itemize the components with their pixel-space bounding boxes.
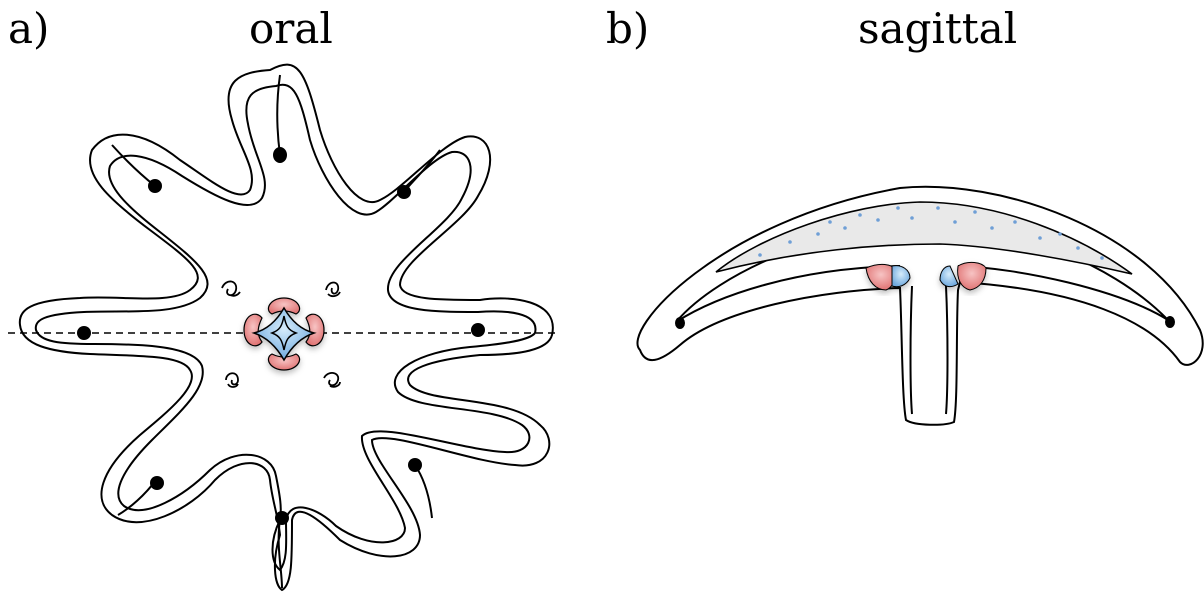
blue-dot bbox=[858, 213, 862, 217]
panel-a-title: oral bbox=[249, 4, 333, 53]
blue-dot bbox=[788, 240, 792, 244]
rhopalium-marker bbox=[275, 511, 289, 525]
blue-dot bbox=[1058, 232, 1062, 236]
outer-umbrella-outline bbox=[636, 185, 1204, 426]
gonad-red bbox=[305, 313, 325, 347]
sagittal-view-diagram bbox=[636, 185, 1204, 426]
outer-body-outline bbox=[18, 63, 554, 592]
blue-dot bbox=[758, 253, 762, 257]
arm-crease-topright bbox=[403, 149, 441, 193]
blue-dot bbox=[910, 216, 914, 220]
blue-dot bbox=[936, 206, 940, 210]
gonad-red bbox=[957, 261, 987, 291]
spiral-glyph bbox=[323, 372, 341, 388]
blue-dot bbox=[990, 226, 994, 230]
blue-dot bbox=[876, 218, 880, 222]
manubrium-blue bbox=[939, 265, 959, 288]
rhopalium-marker bbox=[1165, 316, 1175, 328]
blue-dot bbox=[816, 232, 820, 236]
rhopalium-marker bbox=[397, 185, 411, 199]
rhopalium-marker bbox=[148, 179, 162, 193]
arm-crease-bottom bbox=[277, 519, 283, 589]
manubrium-stalk-left bbox=[909, 285, 913, 415]
arm-crease-bottomright bbox=[414, 464, 433, 519]
manubrium-stalk-right bbox=[945, 285, 949, 415]
blue-dot bbox=[843, 226, 847, 230]
mouth-cross bbox=[269, 315, 299, 351]
blue-dot bbox=[1100, 256, 1104, 260]
gonad-red bbox=[243, 313, 263, 347]
bell-gray-layer bbox=[715, 201, 1133, 275]
rhopalium-marker bbox=[675, 317, 685, 329]
spiral-glyph bbox=[221, 280, 241, 297]
spiral-glyph bbox=[325, 281, 341, 298]
blue-dot bbox=[1038, 236, 1042, 240]
blue-dot bbox=[828, 220, 832, 224]
spiral-glyph bbox=[225, 372, 239, 388]
rhopalium-marker bbox=[77, 326, 91, 340]
inner-body-outline bbox=[34, 83, 537, 572]
blue-dot bbox=[1013, 220, 1017, 224]
arm-crease-topleft bbox=[111, 144, 156, 187]
manubrium-oral-view bbox=[243, 297, 325, 371]
arm-crease-top bbox=[276, 74, 281, 156]
blue-dot bbox=[1076, 246, 1080, 250]
panel-b-letter: b) bbox=[606, 4, 650, 53]
blue-dot bbox=[973, 210, 977, 214]
panel-a-letter: a) bbox=[8, 4, 50, 53]
blue-dot bbox=[953, 220, 957, 224]
panel-b-title: sagittal bbox=[858, 4, 1018, 53]
oral-view-diagram bbox=[8, 63, 560, 592]
manubrium-blue bbox=[891, 265, 911, 288]
blue-dot bbox=[896, 206, 900, 210]
manubrium-blue bbox=[251, 306, 317, 362]
rhopalium-marker bbox=[471, 323, 485, 337]
rhopalium-marker bbox=[150, 476, 164, 490]
rhopalium-marker bbox=[408, 458, 422, 472]
rhopalium-marker bbox=[273, 147, 287, 163]
